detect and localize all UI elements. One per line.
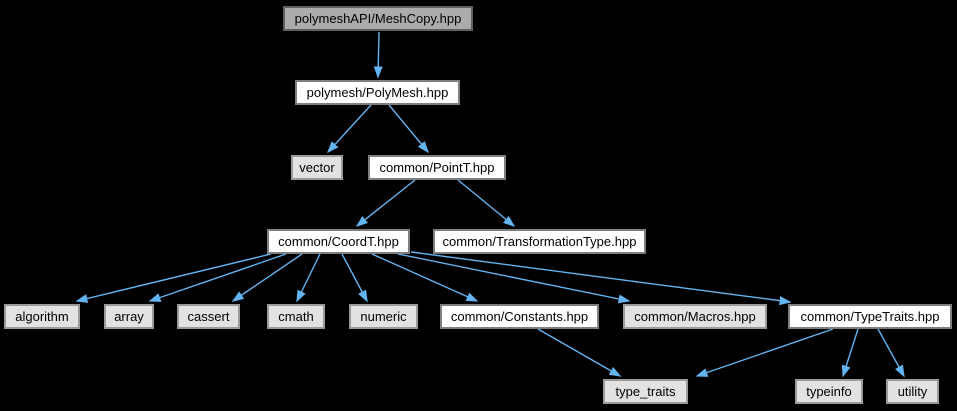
node-utility: utility	[886, 379, 939, 404]
node-cmath: cmath	[267, 304, 325, 329]
edge-common-coordt-hpp-to-common-typetraits-hpp	[410, 251, 792, 306]
edge-common-pointt-hpp-to-common-transformationtype-hpp	[457, 179, 516, 227]
node-numeric: numeric	[349, 304, 418, 329]
node-cassert: cassert	[177, 304, 240, 329]
edge-common-typetraits-hpp-to-type-traits	[695, 328, 834, 377]
edge-common-constants-hpp-to-type-traits	[537, 328, 622, 377]
edge-polymesh-polymesh-hpp-to-vector	[326, 104, 372, 154]
edge-common-coordt-hpp-to-array	[148, 253, 287, 302]
node-algorithm: algorithm	[4, 304, 80, 329]
node-polymeshapi-meshcopy-hpp: polymeshAPI/MeshCopy.hpp	[283, 6, 473, 31]
edge-common-coordt-hpp-to-common-constants-hpp	[371, 253, 479, 302]
edge-common-typetraits-hpp-to-utility	[877, 328, 905, 378]
node-common-constants-hpp[interactable]: common/Constants.hpp	[440, 304, 599, 329]
node-common-macros-hpp: common/Macros.hpp	[623, 304, 767, 329]
node-typeinfo: typeinfo	[795, 379, 863, 404]
node-common-pointt-hpp[interactable]: common/PointT.hpp	[368, 155, 506, 180]
node-type-traits: type_traits	[603, 379, 688, 404]
edge-common-coordt-hpp-to-numeric	[341, 253, 368, 303]
node-array: array	[104, 304, 154, 329]
edge-common-coordt-hpp-to-cmath	[296, 253, 321, 303]
node-polymesh-polymesh-hpp[interactable]: polymesh/PolyMesh.hpp	[295, 80, 460, 105]
edge-common-pointt-hpp-to-common-coordt-hpp	[355, 179, 416, 227]
edge-common-coordt-hpp-to-cassert	[231, 253, 303, 302]
edge-common-coordt-hpp-to-common-macros-hpp	[397, 253, 631, 304]
node-vector: vector	[291, 155, 343, 180]
edge-common-typetraits-hpp-to-typeinfo	[841, 328, 859, 378]
node-common-coordt-hpp[interactable]: common/CoordT.hpp	[267, 229, 410, 254]
node-common-typetraits-hpp[interactable]: common/TypeTraits.hpp	[788, 304, 952, 329]
edge-common-coordt-hpp-to-algorithm	[75, 253, 272, 303]
node-common-transformationtype-hpp[interactable]: common/TransformationType.hpp	[433, 229, 646, 254]
edge-polymeshapi-meshcopy-hpp-to-polymesh-polymesh-hpp	[373, 31, 383, 79]
edge-polymesh-polymesh-hpp-to-common-pointt-hpp	[388, 104, 429, 154]
